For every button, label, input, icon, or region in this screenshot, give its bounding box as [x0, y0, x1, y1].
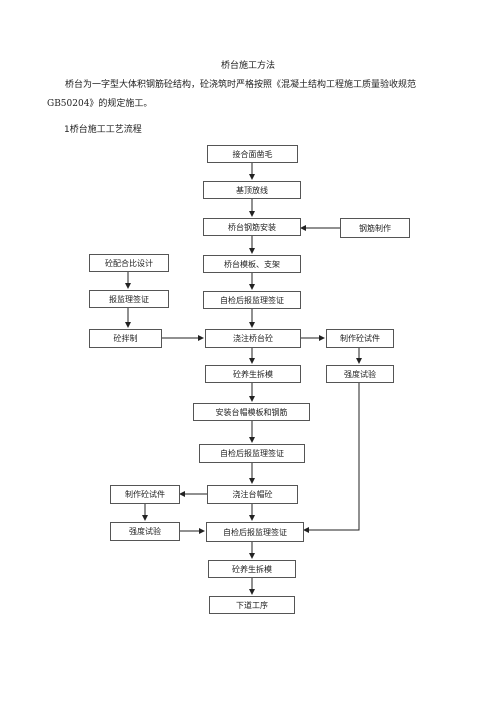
flow-node-base-layout: 基顶放线: [203, 181, 301, 199]
flow-node-self-check-3: 自检后报监理签证: [206, 522, 304, 542]
flow-node-make-specimen-2: 制作砼试件: [110, 485, 180, 504]
flow-node-curing-demold-2: 砼养生拆模: [208, 560, 296, 578]
flow-node-pour-cap: 浇注台帽砼: [207, 485, 298, 504]
flow-node-mix-design: 砼配合比设计: [89, 254, 169, 272]
flow-node-next-process: 下道工序: [209, 596, 295, 614]
flow-node-self-check-2: 自检后报监理签证: [199, 444, 305, 463]
flow-node-joint-chiseling: 接合面凿毛: [207, 145, 298, 163]
intro-paragraph: 桥台为一字型大体积钢筋砼结构，砼浇筑时严格按照《混凝土结构工程施工质量验收规范G…: [47, 80, 417, 109]
document-title: 桥台施工方法: [220, 61, 275, 71]
flow-node-curing-demold-1: 砼养生拆模: [205, 365, 301, 383]
flow-node-cap-formwork-rebar: 安装台帽模板和钢筋: [193, 403, 310, 421]
flow-node-self-check-1: 自检后报监理签证: [203, 291, 301, 309]
flow-node-formwork-support: 桥台模板、支架: [203, 255, 301, 273]
flow-node-make-specimen-1: 制作砼试件: [326, 329, 394, 348]
section-heading: 1桥台施工工艺流程: [64, 125, 142, 135]
flow-node-strength-test-1: 强度试验: [326, 365, 394, 383]
flow-node-rebar-install: 桥台钢筋安装: [203, 218, 301, 236]
flow-node-supervisor-sign-1: 报监理签证: [89, 290, 169, 308]
flow-node-strength-test-2: 强度试验: [110, 522, 180, 541]
flow-node-concrete-mixing: 砼拌制: [89, 329, 162, 348]
flow-node-rebar-fabrication: 钢筋制作: [340, 218, 410, 238]
flow-node-pour-abutment: 浇注桥台砼: [205, 329, 301, 348]
